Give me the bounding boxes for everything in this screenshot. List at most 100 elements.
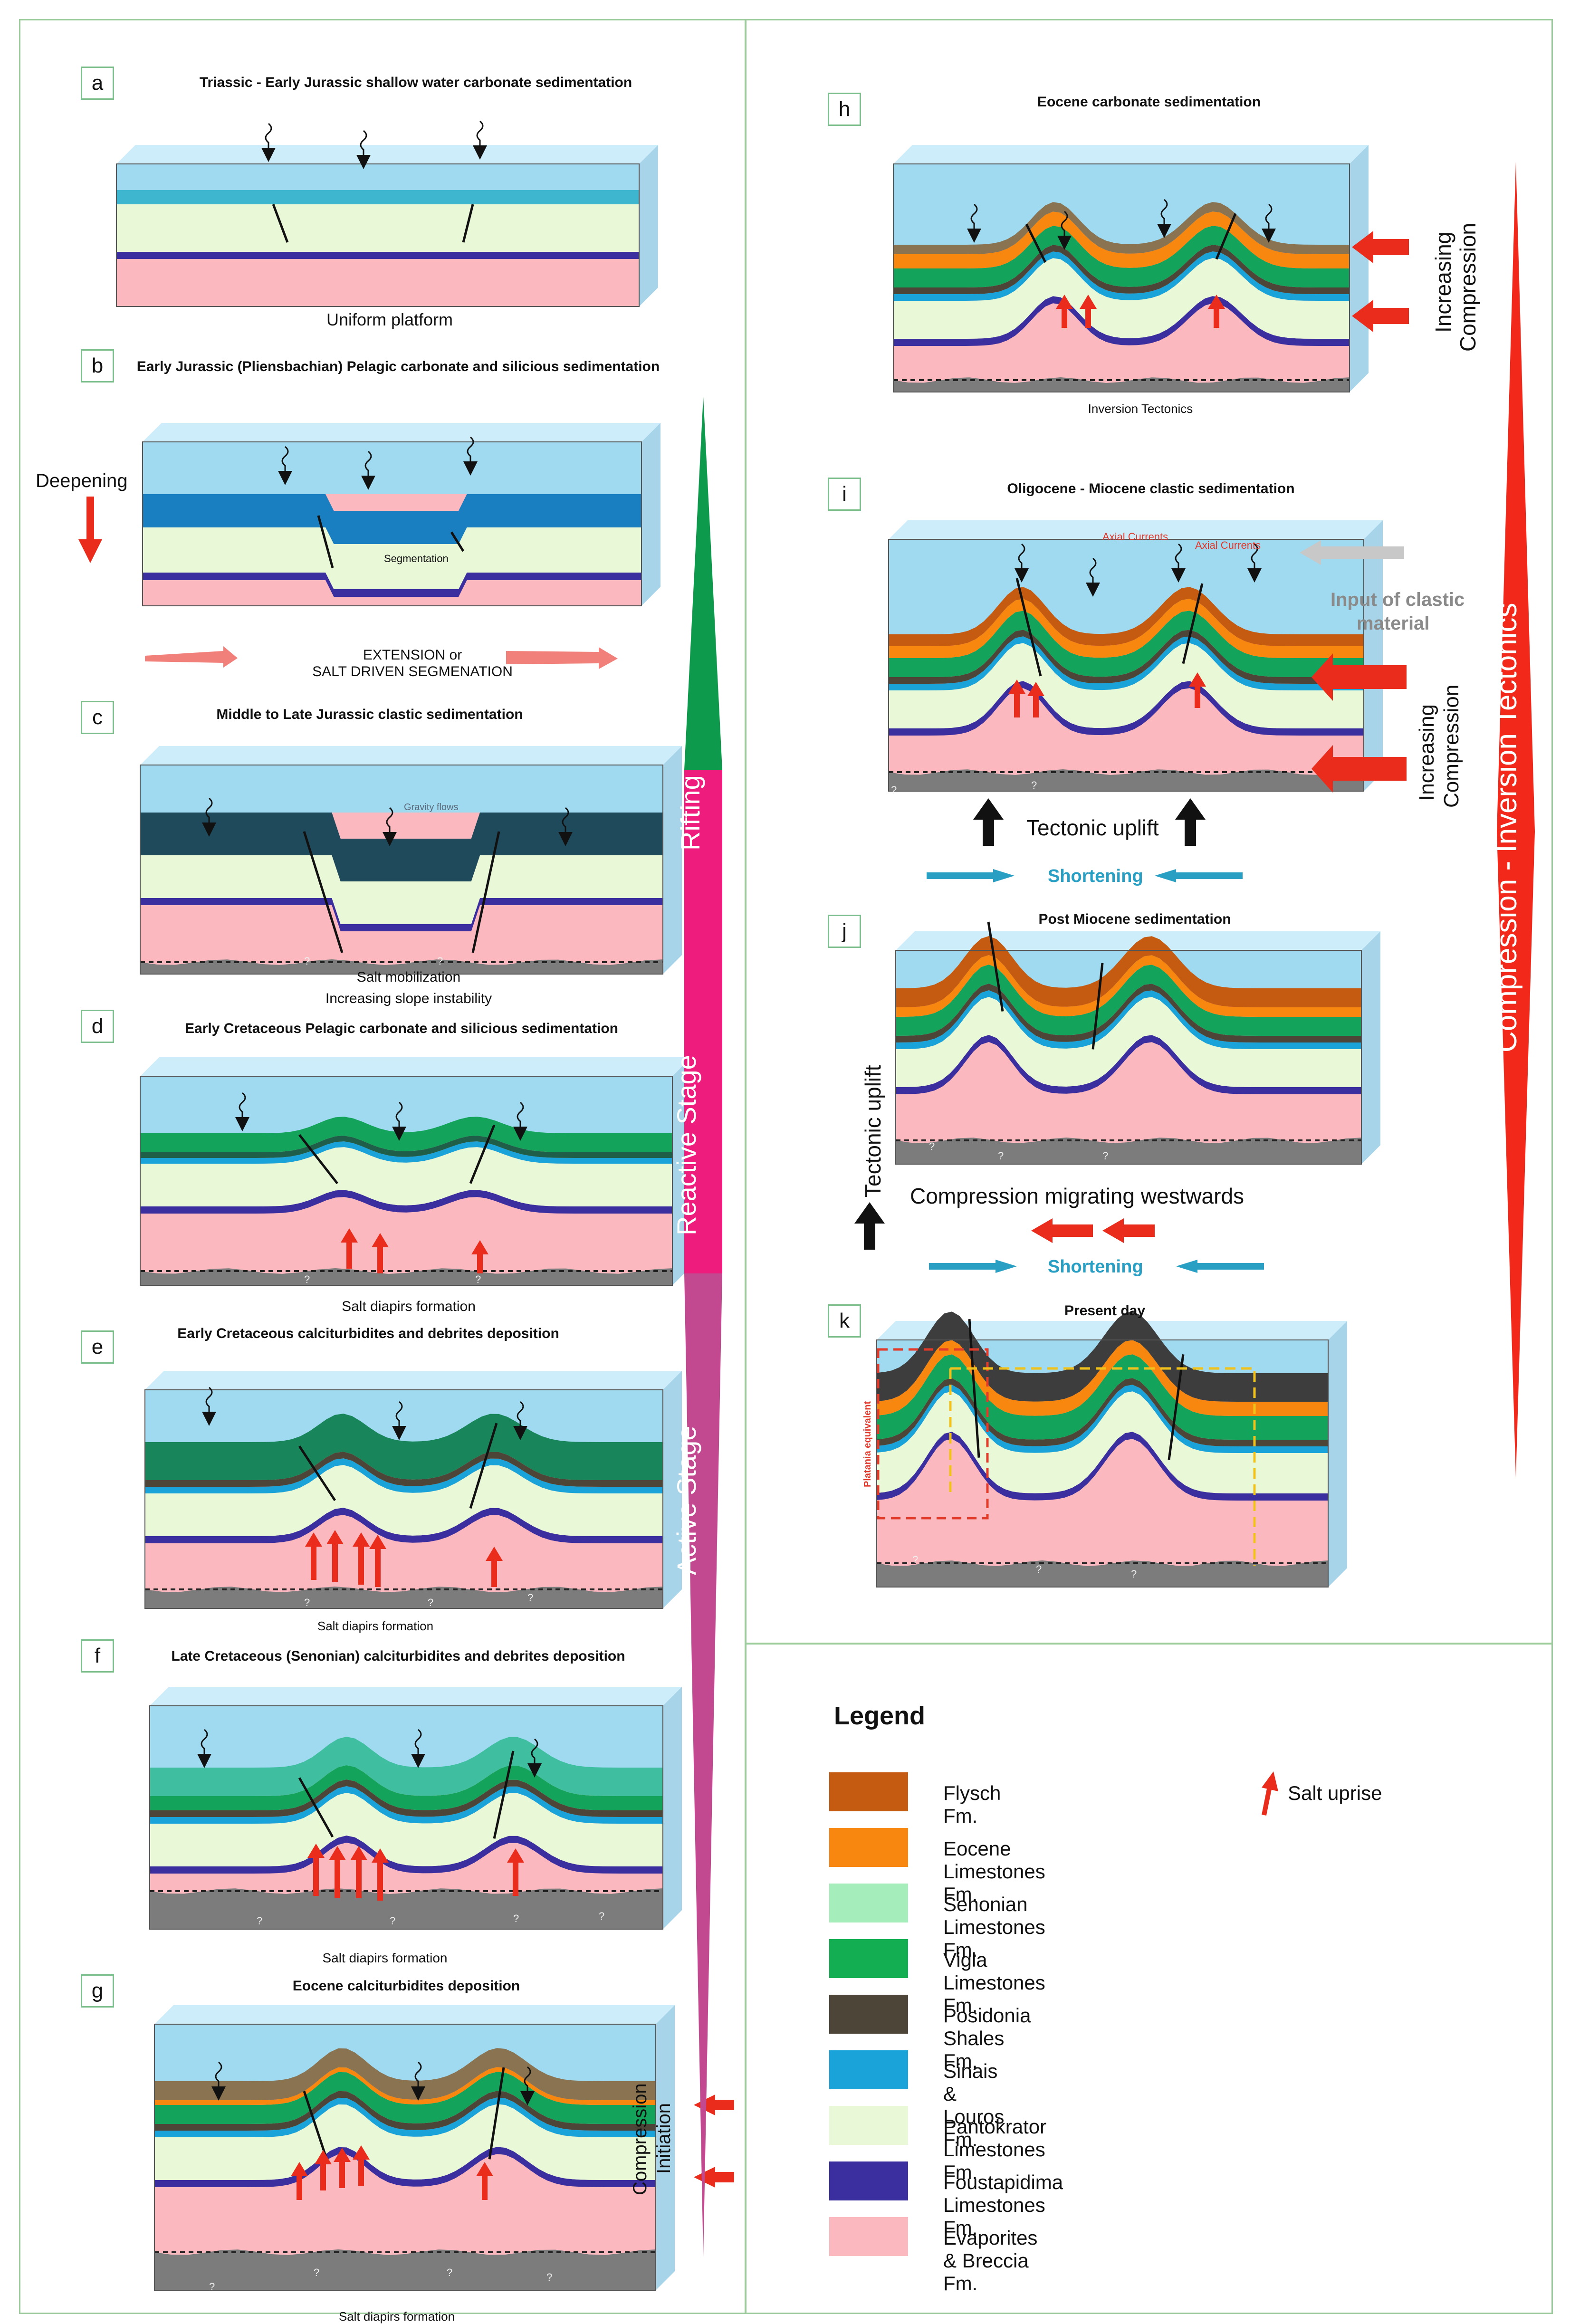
active-stage-label: Active Stage <box>671 1425 701 1575</box>
panel-g-layer-4 <box>154 2097 656 2137</box>
extension-arrow-right <box>506 647 618 669</box>
panel-i-water <box>889 539 1364 634</box>
panel-e-unknown-2: ? <box>527 1592 533 1604</box>
panel-e-layer-4 <box>145 1508 663 1543</box>
panel-g-layer-5 <box>154 2104 656 2180</box>
panel-letter-i: i <box>828 478 861 511</box>
panel-i-basement <box>889 769 1364 791</box>
panel-g-water <box>154 2024 656 2081</box>
legend-swatch <box>829 1772 908 1811</box>
panel-f-sediment-arrow-0 <box>197 1729 211 1768</box>
panel-f-unknown-0: ? <box>257 1915 262 1927</box>
compression-arrow-g-2 <box>694 2167 734 2188</box>
panel-i-salt-arrowhead-1 <box>1027 682 1044 696</box>
panel-c-unknown-0: ? <box>304 955 310 967</box>
reactive-stage-label: Reactive Stage <box>671 1055 701 1235</box>
panel-h-layer-4 <box>893 251 1350 301</box>
panel-k-unknown-2: ? <box>1131 1568 1137 1580</box>
panel-b-caption-2: SALT DRIVEN SEGMENATION <box>312 664 513 679</box>
panel-h-side-2: Compression <box>1455 223 1480 352</box>
compression-arrow-h-1 <box>1352 231 1409 263</box>
panel-k-fault-0 <box>968 1319 980 1458</box>
panel-b-layer-2 <box>143 573 641 597</box>
panel-k-layer-4 <box>877 1385 1328 1453</box>
uplift-arrow-right-shaft <box>1185 820 1196 846</box>
panel-f-water-top <box>150 1687 682 1706</box>
compression-initiation-1: Compression <box>630 2083 651 2195</box>
panel-j-unknown-2: ? <box>1102 1150 1108 1162</box>
legend-swatch <box>829 2217 908 2256</box>
panel-f-salt-arrowhead-2 <box>350 1846 367 1860</box>
inversion-bar-top <box>1497 162 1535 832</box>
panel-a-sediment-arrow-2 <box>473 120 487 160</box>
panel-e-salt-arrowhead-1 <box>326 1530 344 1544</box>
panel-b-sediment-arrow-2 <box>463 436 478 476</box>
panel-g-title: Eocene calciturbidites deposition <box>292 1978 520 1994</box>
panel-k-layer-1 <box>877 1340 1328 1416</box>
panel-c-water-side <box>663 746 682 974</box>
panel-d-fault-0 <box>298 1134 338 1185</box>
panel-j-fault-1 <box>1091 963 1104 1050</box>
panel-k-layer-6 <box>877 1432 1328 1501</box>
panel-h-layer-2 <box>893 226 1350 287</box>
platania-box <box>877 1348 989 1520</box>
panel-a-layer-2 <box>116 252 639 259</box>
panel-i-side-1: Increasing <box>1415 704 1438 801</box>
panel-f: ???? <box>149 1687 682 1930</box>
panel-letter-b: b <box>81 349 114 383</box>
panel-c-sediment-arrow-1 <box>383 807 397 846</box>
panel-h-sediment-arrow-2 <box>1157 199 1171 238</box>
panel-letter-h: h <box>828 93 861 126</box>
panel-d-water <box>140 1076 672 1133</box>
panel-g-layer-3 <box>154 2091 656 2131</box>
panel-a-water-side <box>639 145 658 306</box>
panel-k-layer-5 <box>877 1391 1328 1493</box>
panel-g-salt-arrowhead-1 <box>315 2150 332 2164</box>
uplift-arrow-j-shaft <box>864 1224 875 1250</box>
panel-letter-f: f <box>81 1639 114 1673</box>
panel-b-layer-1 <box>143 527 641 589</box>
panel-e-layer-2 <box>145 1458 663 1493</box>
legend-frame <box>745 1643 1553 2314</box>
panel-c-layer-1 <box>140 855 663 924</box>
panel-e-caption: Salt diapirs formation <box>317 1619 434 1633</box>
panel-g-basement <box>154 2249 656 2290</box>
panel-letter-j: j <box>828 915 861 948</box>
panel-g-salt-arrowhead-3 <box>353 2145 370 2160</box>
panel-e-basement <box>145 1587 663 1608</box>
panel-e-sediment-arrow-2 <box>513 1401 527 1440</box>
panel-letter-a: a <box>81 67 114 100</box>
compression-arrow-h-2 <box>1352 300 1409 332</box>
reactive-bar <box>684 803 722 1273</box>
panel-g-unknown-3: ? <box>546 2271 552 2283</box>
active-bar <box>684 1273 722 2257</box>
legend-label: Vigla Limestones Fm. <box>943 1949 1045 2017</box>
panel-j-basement <box>896 1138 1361 1164</box>
panel-g-water-side <box>656 2005 675 2290</box>
migrating-arrow-2 <box>1102 1218 1155 1243</box>
panel-j-layer-2 <box>896 965 1361 1036</box>
panel-e-fault-0 <box>298 1445 336 1502</box>
panel-h-layer-5 <box>893 258 1350 339</box>
legend-swatch <box>829 2161 908 2200</box>
panel-c-sediment-arrow-0 <box>202 797 216 837</box>
panel-d-sediment-arrow-2 <box>513 1101 527 1141</box>
panel-k-layer-3 <box>877 1378 1328 1446</box>
panel-c-water <box>140 765 663 813</box>
panel-h-water-top <box>893 145 1369 164</box>
panel-i-layer-5 <box>889 643 1364 728</box>
panel-i-water-side <box>1364 520 1383 791</box>
panel-a-water-top <box>116 145 658 164</box>
panel-h-title: Eocene carbonate sedimentation <box>1037 94 1261 110</box>
panel-e: ??? <box>144 1371 682 1609</box>
panel-e-layer-3 <box>145 1465 663 1536</box>
panel-j-title: Post Miocene sedimentation <box>1038 911 1231 927</box>
tectonic-uplift-j: Tectonic uplift <box>861 1065 885 1197</box>
panel-i-fault-1 <box>1182 583 1204 664</box>
panel-d-layer-4 <box>140 1190 672 1214</box>
panel-d-title: Early Cretaceous Pelagic carbonate and s… <box>185 1021 618 1036</box>
panel-a-fault-1 <box>462 204 474 243</box>
panel-c-outline <box>140 765 663 975</box>
uplift-arrow-left-head <box>973 798 1004 820</box>
panel-e-water-top <box>145 1371 682 1390</box>
